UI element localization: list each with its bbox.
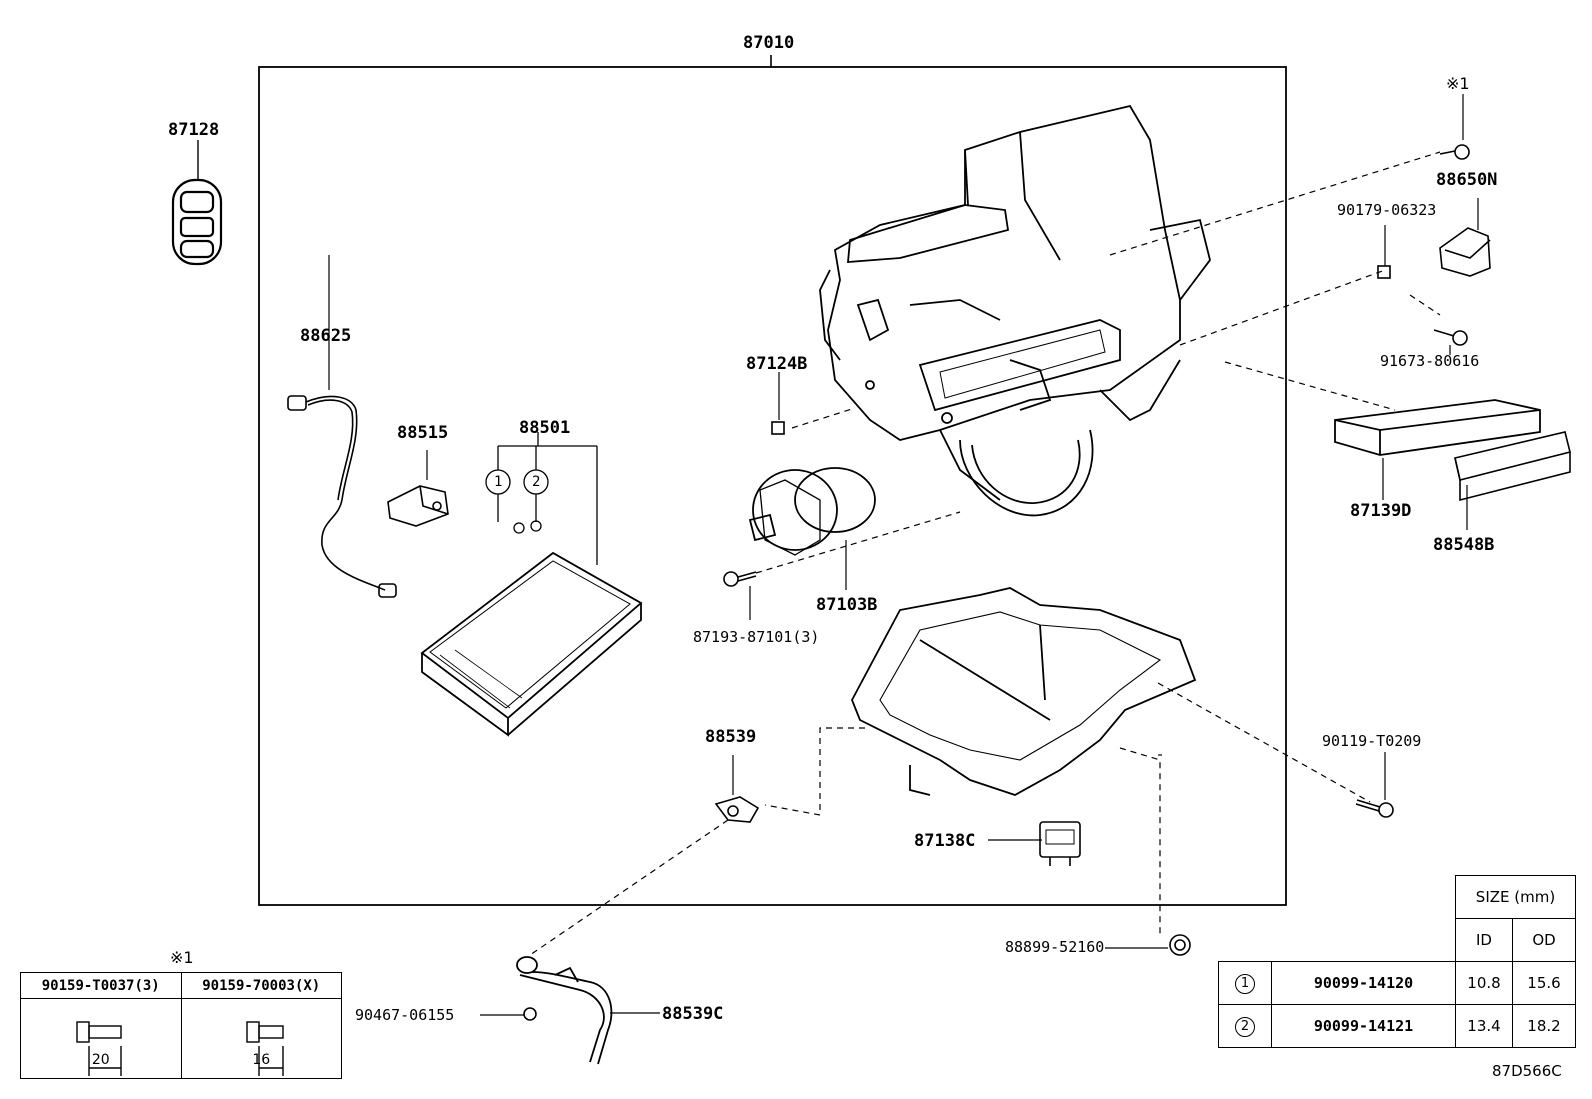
dashed-leaders	[529, 151, 1441, 956]
label-bolt[interactable]: 90119-T0209	[1322, 732, 1422, 750]
size-row-id: 13.4	[1455, 1004, 1513, 1048]
label-seal[interactable]: 87128	[168, 120, 220, 140]
size-row-od: 18.2	[1512, 1004, 1576, 1048]
grommet-88899	[1105, 934, 1191, 956]
filter-cover-88548B	[1454, 431, 1571, 530]
size-table-blank2	[1219, 919, 1456, 962]
label-filter-cover[interactable]: 88548B	[1433, 535, 1495, 555]
size-table-col-od: OD	[1512, 918, 1576, 962]
sensor-wire-88625	[287, 255, 397, 598]
seal-87128	[171, 140, 223, 266]
label-nut-clip[interactable]: 90179-06323	[1337, 201, 1437, 219]
size-row-part[interactable]: 90099-14121	[1271, 1004, 1456, 1048]
label-drain-joint[interactable]: 88539	[705, 727, 757, 747]
label-resistor[interactable]: 87138C	[914, 831, 976, 851]
size-row-part[interactable]: 90099-14120	[1271, 961, 1456, 1005]
core-leader	[485, 432, 598, 565]
assembly-frame	[258, 66, 1287, 906]
label-assembly[interactable]: 87010	[743, 33, 795, 53]
size-row-mark: 2	[1235, 1016, 1255, 1037]
size-table-row: 1 90099-14120 10.8 15.6	[1218, 961, 1576, 1005]
label-core[interactable]: 88501	[519, 418, 571, 438]
label-star-mark-top: ※1	[1446, 74, 1470, 93]
size-row-mark: 1	[1235, 973, 1255, 994]
size-table-mark-cell: 1	[1218, 961, 1272, 1005]
screw-table-len1-cell: 20	[20, 998, 182, 1079]
label-oring-1: 1	[494, 474, 503, 490]
screw-87193	[723, 511, 961, 620]
valve-88515	[387, 450, 449, 527]
size-table-header: SIZE (mm)	[1455, 875, 1576, 919]
screw-table-len2-cell: 16	[180, 998, 342, 1079]
label-grommet[interactable]: 88899-52160	[1005, 938, 1105, 956]
heater-core-88501	[420, 551, 643, 737]
label-clamp[interactable]: 90467-06155	[355, 1006, 455, 1024]
resistor-87138C	[988, 821, 1081, 866]
blower-motor-87103B	[748, 467, 876, 590]
bolt-90119	[1355, 752, 1394, 818]
size-row-od: 15.6	[1512, 961, 1576, 1005]
lower-case	[851, 587, 1197, 796]
screw-table-col2[interactable]: 90159-70003(X)	[180, 972, 342, 999]
diagram-code: 87D566C	[1492, 1062, 1562, 1080]
clip-87124B	[771, 372, 856, 435]
size-table-row: 2 90099-14121 13.4 18.2	[1218, 1004, 1576, 1048]
size-table-col-id: ID	[1455, 918, 1513, 962]
screw-table: 90159-T0037(3) 90159-70003(X) 20 16	[20, 972, 342, 1079]
label-screw[interactable]: 87193-87101(3)	[693, 628, 820, 646]
label-servo[interactable]: 88650N	[1436, 170, 1498, 190]
drain-hose-88539C	[516, 956, 660, 1065]
screw-table-len1: 20	[91, 1052, 110, 1068]
label-drain-hose[interactable]: 88539C	[662, 1004, 724, 1024]
servo-88650N	[1377, 94, 1491, 355]
clamp-90467	[480, 1007, 537, 1021]
label-clip[interactable]: 87124B	[746, 354, 808, 374]
hvac-case	[819, 104, 1211, 517]
size-table: SIZE (mm) ID OD 1 90099-14120 10.8 15.6 …	[1218, 875, 1576, 1048]
size-table-blank	[1219, 876, 1456, 919]
size-table-mark-cell: 2	[1218, 1004, 1272, 1048]
drain-joint-88539	[714, 755, 760, 823]
label-wire[interactable]: 88625	[300, 326, 352, 346]
size-row-id: 10.8	[1455, 961, 1513, 1005]
screw-table-len2: 16	[252, 1052, 271, 1068]
label-screw-b[interactable]: 91673-80616	[1380, 352, 1480, 370]
label-blower-motor[interactable]: 87103B	[816, 595, 878, 615]
label-oring-2: 2	[532, 474, 541, 490]
label-valve[interactable]: 88515	[397, 423, 449, 443]
screw-table-mark: ※1	[170, 948, 194, 967]
screw-table-col1[interactable]: 90159-T0037(3)	[20, 972, 182, 999]
label-filter[interactable]: 87139D	[1350, 501, 1412, 521]
filter-87139D	[1334, 399, 1541, 500]
